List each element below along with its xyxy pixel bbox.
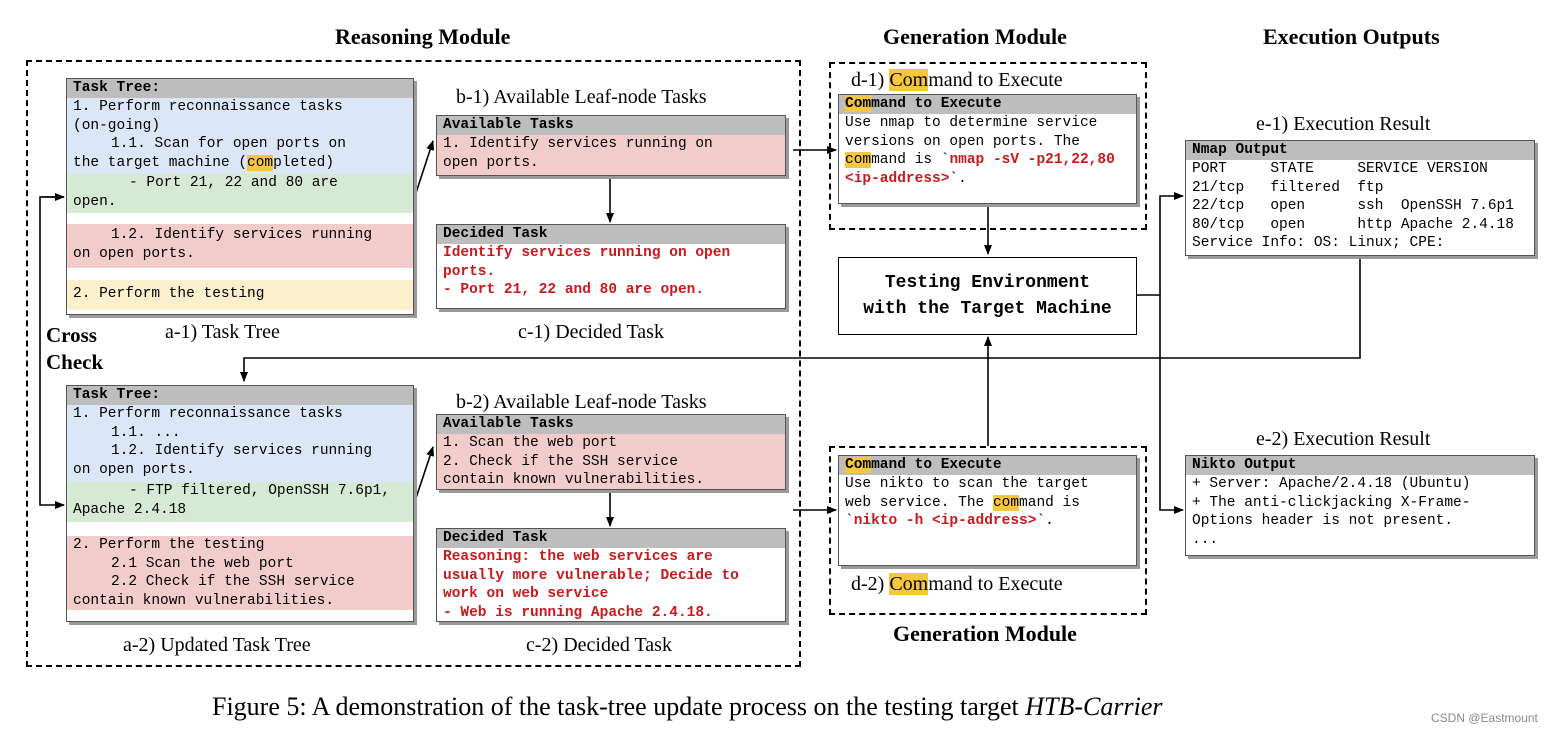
task-tree-1-line: open. — [73, 193, 117, 210]
watermark: CSDN @Eastmount — [1431, 711, 1538, 725]
available-tasks-2-title: Available Tasks — [437, 415, 785, 434]
decided-task-1-title: Decided Task — [437, 225, 785, 244]
command-box-1-title: Command to Execute — [839, 95, 1136, 114]
task-tree-1-title: Task Tree: — [67, 79, 413, 98]
task-tree-2-line: contain known vulnerabilities. — [73, 592, 335, 609]
generation-module-frame-bottom — [829, 446, 1147, 615]
command-line: versions on open ports. The — [845, 133, 1080, 150]
command-line: command is `nmap -sV -p21,22,80 — [845, 152, 1115, 168]
task-tree-1-line: (on-going) — [73, 117, 161, 134]
task-tree-2-line: - FTP filtered, OpenSSH 7.6p1, — [129, 483, 391, 499]
nikto-output-title: Nikto Output — [1186, 456, 1534, 475]
caption-e1: e-1) Execution Result — [1256, 113, 1431, 135]
decided-task-line: Identify services running on open — [443, 245, 731, 261]
nmap-output-title: Nmap Output — [1186, 141, 1534, 160]
available-tasks-2: Available Tasks 1. Scan the web port 2. … — [436, 414, 786, 490]
task-tree-1: Task Tree: 1. Perform reconnaissance tas… — [66, 78, 414, 315]
generation-module-header-bottom: Generation Module — [893, 621, 1077, 646]
nmap-row: 22/tcp open ssh OpenSSH 7.6p1 — [1192, 198, 1514, 214]
command-box-2: Command to Execute Use nikto to scan the… — [838, 455, 1137, 566]
decided-task-line: work on web service — [443, 586, 609, 602]
task-tree-1-line: 1.1. Scan for open ports on — [111, 136, 346, 152]
nikto-row: Options header is not present. — [1192, 513, 1454, 529]
decided-task-1: Decided Task Identify services running o… — [436, 224, 786, 309]
task-tree-2: Task Tree: 1. Perform reconnaissance tas… — [66, 385, 414, 622]
task-tree-1-line: the target machine (completed) — [73, 154, 335, 171]
caption-d2: d-2) Command to Execute — [851, 573, 1063, 595]
generation-module-header-top: Generation Module — [883, 24, 1067, 49]
caption-c1: c-1) Decided Task — [518, 321, 664, 343]
decided-task-2-title: Decided Task — [437, 529, 785, 548]
nikto-output-box: Nikto Output + Server: Apache/2.4.18 (Ub… — [1185, 455, 1535, 556]
command-line: Use nmap to determine service — [845, 115, 1098, 131]
nikto-row: + Server: Apache/2.4.18 (Ubuntu) — [1192, 476, 1471, 492]
command-line: `nikto -h <ip-address>`. — [845, 513, 1054, 529]
caption-b2: b-2) Available Leaf-node Tasks — [456, 391, 707, 413]
available-tasks-1: Available Tasks 1. Identify services run… — [436, 115, 786, 176]
task-tree-2-line: 2.1 Scan the web port — [111, 555, 294, 572]
decided-task-line: ports. — [443, 263, 496, 280]
task-tree-2-line: 2. Perform the testing — [73, 537, 265, 553]
reasoning-module-frame — [26, 60, 801, 667]
decided-task-line: Reasoning: the web services are — [443, 549, 713, 565]
caption-d1: d-1) Command to Execute — [851, 69, 1063, 91]
nmap-row: PORT STATE SERVICE VERSION — [1192, 161, 1488, 177]
caption-a2: a-2) Updated Task Tree — [123, 634, 311, 656]
command-line: web service. The command is — [845, 494, 1080, 511]
task-tree-1-line: on open ports. — [73, 245, 195, 262]
task-tree-2-line: Apache 2.4.18 — [73, 501, 187, 518]
execution-outputs-header: Execution Outputs — [1263, 24, 1440, 49]
caption-e2: e-2) Execution Result — [1256, 428, 1431, 450]
decided-task-line: - Port 21, 22 and 80 are open. — [443, 282, 705, 298]
command-box-1: Command to Execute Use nmap to determine… — [838, 94, 1137, 204]
caption-b1: b-1) Available Leaf-node Tasks — [456, 86, 707, 108]
nmap-row: Service Info: OS: Linux; CPE: — [1192, 235, 1445, 251]
available-task-line: 2. Check if the SSH service — [443, 453, 678, 470]
decided-task-line: - Web is running Apache 2.4.18. — [443, 604, 713, 621]
available-tasks-1-title: Available Tasks — [437, 116, 785, 135]
testing-environment-box: Testing Environment with the Target Mach… — [838, 257, 1137, 335]
task-tree-2-line: on open ports. — [73, 461, 195, 478]
decided-task-2: Decided Task Reasoning: the web services… — [436, 528, 786, 622]
task-tree-2-line: 1. Perform reconnaissance tasks — [73, 406, 343, 422]
available-task-line: 1. Identify services running on — [443, 136, 713, 152]
task-tree-1-line: 1. Perform reconnaissance tasks — [73, 99, 343, 115]
figure-caption: Figure 5: A demonstration of the task-tr… — [212, 692, 1163, 721]
task-tree-2-line: 1.2. Identify services running — [111, 443, 373, 459]
available-task-line: contain known vulnerabilities. — [443, 472, 705, 488]
command-line: Use nikto to scan the target — [845, 476, 1089, 492]
nikto-row: ... — [1192, 531, 1219, 548]
environment-line: with the Target Machine — [863, 299, 1112, 319]
caption-a1: a-1) Task Tree — [165, 321, 280, 343]
nmap-output-box: Nmap Output PORT STATE SERVICE VERSION 2… — [1185, 140, 1535, 256]
nmap-row: 21/tcp filtered ftp — [1192, 179, 1384, 196]
available-task-line: open ports. — [443, 154, 539, 171]
available-task-line: 1. Scan the web port — [443, 435, 618, 451]
reasoning-module-header: Reasoning Module — [335, 24, 511, 49]
environment-line: Testing Environment — [884, 273, 1091, 293]
task-tree-2-title: Task Tree: — [67, 386, 413, 405]
task-tree-1-line: 1.2. Identify services running — [111, 227, 373, 243]
nikto-row: + The anti-clickjacking X-Frame- — [1192, 494, 1471, 511]
task-tree-1-line: 2. Perform the testing — [73, 286, 265, 302]
task-tree-2-line: 1.1. ... — [111, 424, 181, 441]
command-line: <ip-address>`. — [845, 170, 967, 187]
command-box-2-title: Command to Execute — [839, 456, 1136, 475]
task-tree-2-line: 2.2 Check if the SSH service — [111, 574, 355, 590]
nmap-row: 80/tcp open http Apache 2.4.18 — [1192, 216, 1514, 233]
decided-task-line: usually more vulnerable; Decide to — [443, 567, 739, 584]
cross-check-label: Cross Check — [46, 323, 104, 374]
task-tree-1-line: - Port 21, 22 and 80 are — [129, 175, 338, 191]
caption-c2: c-2) Decided Task — [526, 634, 672, 656]
